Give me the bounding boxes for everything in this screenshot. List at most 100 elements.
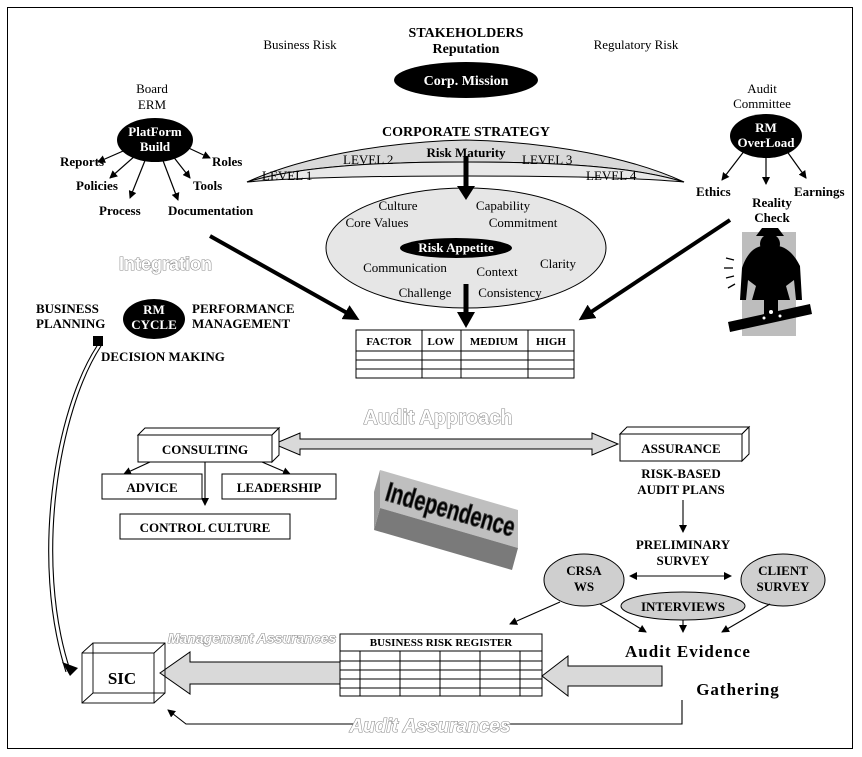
survey-label: SURVEY [657, 553, 711, 568]
integration-label: Integration [119, 254, 212, 274]
evidence-to-register-arrow [541, 654, 663, 698]
audit-evidence-label: Audit Evidence [625, 642, 751, 661]
rm-cycle-connector [93, 336, 103, 346]
evidence-arrows [509, 601, 771, 633]
business-planning-label-2: PLANNING [36, 316, 105, 331]
committee-label: Committee [733, 96, 791, 111]
core-values-label: Core Values [346, 215, 409, 230]
register-title: BUSINESS RISK REGISTER [370, 637, 514, 649]
earnings-label: Earnings [794, 184, 845, 199]
roles-label: Roles [212, 154, 242, 169]
business-planning-label-1: BUSINESS [36, 301, 99, 316]
medium-header: MEDIUM [470, 336, 519, 348]
consulting-branches [123, 461, 291, 506]
rm-cycle-label: CYCLE [131, 317, 177, 332]
ws-label: WS [574, 579, 594, 594]
low-header: LOW [428, 336, 455, 348]
clarity-label: Clarity [540, 256, 577, 271]
capability-label: Capability [476, 198, 531, 213]
overload-spokes [721, 149, 807, 185]
sic-link-arrowhead [62, 662, 78, 676]
stakeholders-label: STAKEHOLDERS [409, 26, 524, 41]
level-4-label: LEVEL 4 [586, 168, 637, 183]
register-to-sic-arrow [159, 651, 341, 695]
audit-approach-arrow [272, 432, 620, 456]
erm-label: ERM [138, 97, 167, 112]
policies-label: Policies [76, 178, 118, 193]
platform-build-node: PlatForm Build [117, 118, 193, 162]
level-3-label: LEVEL 3 [522, 152, 572, 167]
crsa-ws-node: CRSA WS [543, 553, 625, 607]
client-label: CLIENT [758, 563, 808, 578]
audit-approach-label: Audit Approach [363, 407, 512, 429]
crsa-label: CRSA [566, 563, 602, 578]
ethics-label: Ethics [696, 184, 731, 199]
management-assurances-label: Management Assurances [168, 630, 337, 646]
communication-label: Communication [363, 260, 447, 275]
sic-label: SIC [108, 669, 136, 688]
reality-check-figure-icon [724, 228, 812, 336]
consulting-label: CONSULTING [162, 442, 248, 457]
level-1-label: LEVEL 1 [262, 168, 312, 183]
rm-cycle-rm-label: RM [143, 302, 165, 317]
corp-mission-node: Corp. Mission [394, 62, 538, 98]
performance-label: PERFORMANCE [192, 301, 295, 316]
client-survey-label: SURVEY [757, 579, 811, 594]
factor-table [355, 329, 575, 379]
audit-plans-label: AUDIT PLANS [637, 482, 725, 497]
risk-maturity-label: Risk Maturity [426, 145, 506, 160]
build-label: Build [140, 139, 171, 154]
tools-label: Tools [193, 178, 222, 193]
audit-assurances-label: Audit Assurances [349, 716, 511, 737]
corp-mission-label: Corp. Mission [424, 74, 509, 89]
advice-label: ADVICE [126, 480, 177, 495]
level-2-label: LEVEL 2 [343, 152, 393, 167]
documentation-label: Documentation [168, 203, 254, 218]
advice-box [101, 473, 203, 500]
client-survey-node: CLIENT SURVEY [740, 553, 826, 607]
overload-rm-label: RM [755, 120, 777, 135]
consulting-box [136, 426, 281, 464]
leadership-box [221, 473, 337, 500]
platform-label: PlatForm [128, 124, 182, 139]
risk-appetite-label: Risk Appetite [418, 240, 494, 255]
risk-based-label: RISK-BASED [641, 466, 720, 481]
control-culture-box [119, 513, 291, 540]
control-culture-label: CONTROL CULTURE [140, 520, 271, 535]
high-header: HIGH [536, 336, 566, 348]
diagram-frame [7, 7, 853, 749]
audit-label: Audit [747, 81, 777, 96]
reports-label: Reports [60, 154, 104, 169]
big-arrows-to-table [209, 218, 732, 321]
sic-cube-icon [81, 642, 166, 704]
independence-wordart [374, 470, 518, 570]
reality-label: Reality [752, 195, 792, 210]
commitment-label: Commitment [489, 215, 558, 230]
factor-header: FACTOR [366, 336, 412, 348]
challenge-label: Challenge [399, 285, 452, 300]
regulatory-risk-label: Regulatory Risk [594, 37, 679, 52]
context-label: Context [476, 264, 518, 279]
gathering-label: Gathering [696, 680, 780, 699]
management-label: MANAGEMENT [192, 316, 291, 331]
rm-overload-node: RM OverLoad [730, 114, 802, 158]
process-label: Process [99, 203, 141, 218]
decision-making-label: DECISION MAKING [101, 349, 225, 364]
assurance-label: ASSURANCE [641, 441, 720, 456]
maturity-flow-arrows [457, 156, 475, 328]
consistency-label: Consistency [478, 285, 542, 300]
interviews-node: INTERVIEWS [620, 591, 746, 621]
risk-appetite-node: Risk Appetite [400, 238, 512, 258]
audit-assurances-loop [167, 700, 683, 725]
overload-label: OverLoad [737, 135, 795, 150]
corporate-strategy-label: CORPORATE STRATEGY [382, 125, 550, 140]
rm-cycle-node: RM CYCLE [123, 299, 185, 339]
board-label: Board [136, 81, 168, 96]
culture-label: Culture [379, 198, 418, 213]
business-risk-label: Business Risk [263, 37, 337, 52]
interviews-label: INTERVIEWS [641, 599, 725, 614]
preliminary-label: PRELIMINARY [636, 537, 731, 552]
assurance-box [618, 425, 751, 463]
check-label: Check [754, 210, 790, 225]
